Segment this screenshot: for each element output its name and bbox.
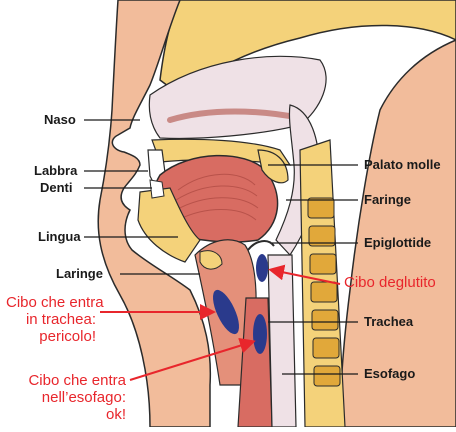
epiglottis <box>248 241 274 250</box>
annotation-cibo-deglutito: Cibo deglutito <box>344 274 436 291</box>
annotation-trachea-danger: Cibo che entra in trachea: pericolo! <box>6 294 96 345</box>
annotation-trachea-line2: in trachea: <box>6 311 96 328</box>
annotation-trachea-line3: pericolo! <box>6 328 96 345</box>
label-naso: Naso <box>44 112 76 127</box>
annotation-trachea-line1: Cibo che entra <box>6 294 96 311</box>
label-labbra: Labbra <box>34 163 77 178</box>
label-denti: Denti <box>40 180 73 195</box>
label-faringe: Faringe <box>364 192 411 207</box>
annotation-esofago-line2: nell’esofago: <box>6 389 126 406</box>
label-palato-molle: Palato molle <box>364 157 441 172</box>
label-laringe: Laringe <box>56 266 103 281</box>
annotation-esofago-line3: ok! <box>6 406 126 423</box>
annotation-esofago-line1: Cibo che entra <box>6 372 126 389</box>
label-trachea: Trachea <box>364 314 413 329</box>
label-lingua: Lingua <box>38 229 81 244</box>
annotation-esofago-ok: Cibo che entra nell’esofago: ok! <box>6 372 126 423</box>
esophagus-tube <box>268 255 296 427</box>
food-bolus-swallowed <box>256 254 268 282</box>
lower-teeth <box>150 180 164 198</box>
food-bolus-esophagus <box>253 314 267 354</box>
label-epiglottide: Epiglottide <box>364 235 431 250</box>
label-esofago: Esofago <box>364 366 415 381</box>
